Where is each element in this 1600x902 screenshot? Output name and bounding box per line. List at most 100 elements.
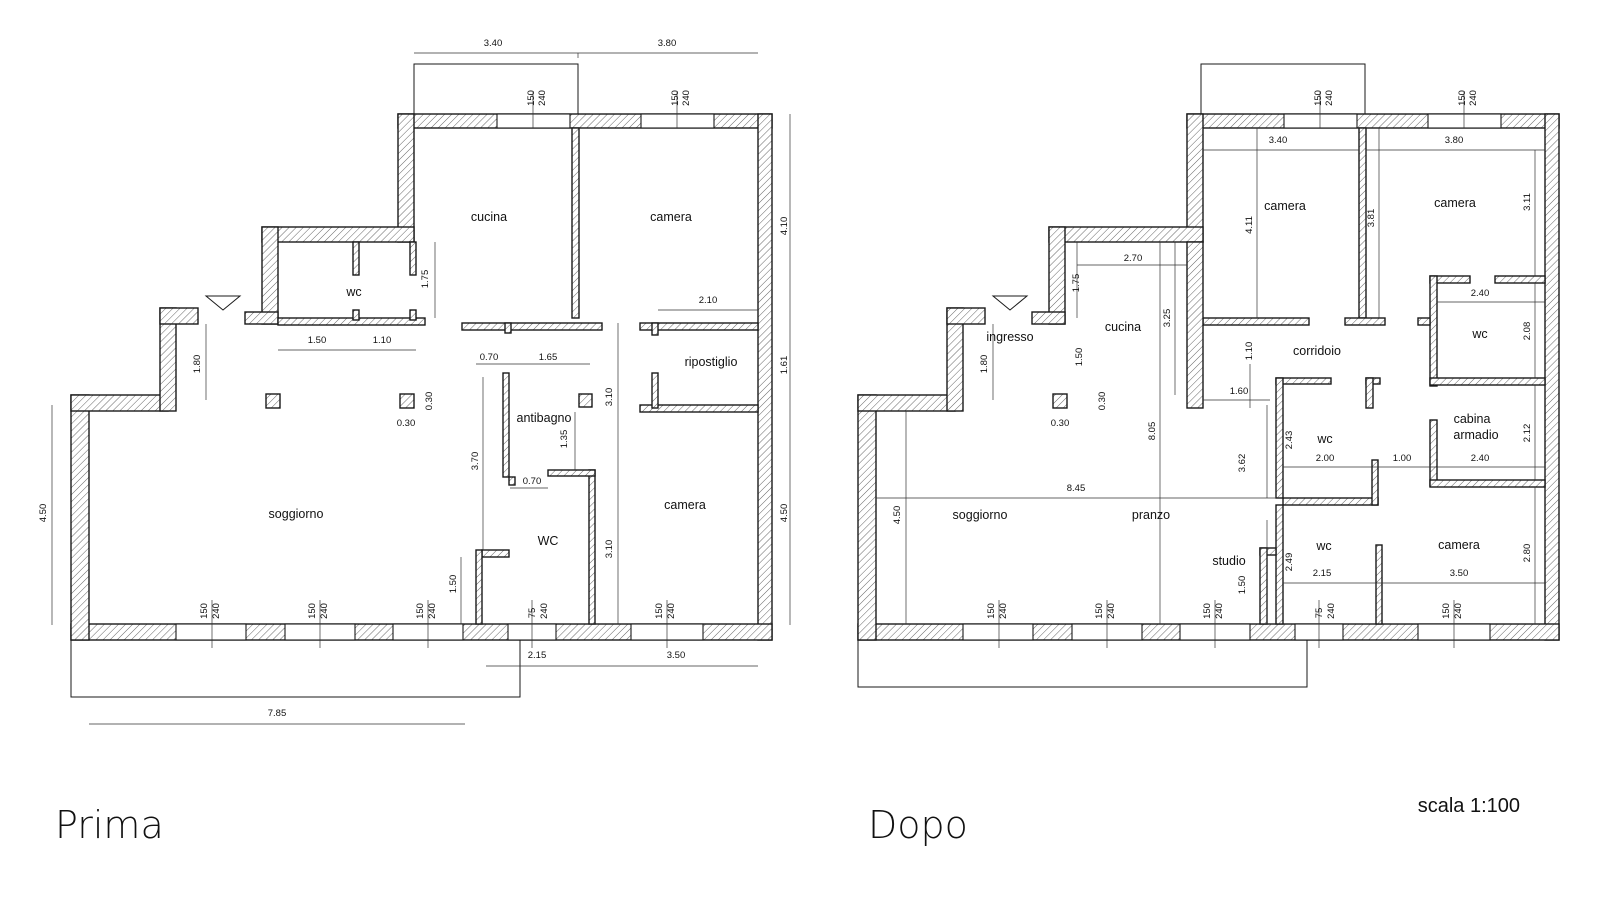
room-label: camera — [1434, 196, 1476, 210]
room-label: soggiorno — [269, 507, 324, 521]
dim-label: 240 — [1106, 603, 1117, 619]
dim-label: 3.25 — [1162, 309, 1173, 328]
dim-label: 0.30 — [397, 418, 416, 429]
dim-label: 3.81 — [1366, 209, 1377, 228]
dim-label: 150 — [1094, 603, 1105, 619]
outer-walls-before — [70, 113, 773, 641]
dim-lines-before — [51, 52, 791, 725]
dim-labels-before: 3.40 3.80 4.10 1.61 4.50 4.50 7.85 2.15 … — [38, 38, 790, 719]
dim-label: 1.60 — [1230, 386, 1249, 397]
room-label: ingresso — [986, 330, 1033, 344]
dim-label: 2.40 — [1471, 288, 1490, 299]
dim-label: 2.08 — [1522, 322, 1533, 341]
room-label: WC — [538, 534, 559, 548]
terrace-bottom-before — [70, 640, 521, 698]
balcony-top-before — [413, 63, 579, 114]
balcony-top-after — [1200, 63, 1366, 114]
dim-label: 4.10 — [779, 217, 790, 236]
room-label: antibagno — [517, 411, 572, 425]
dim-label: 3.70 — [470, 452, 481, 471]
title-after: Dopo — [868, 803, 968, 847]
dim-label: 240 — [319, 603, 330, 619]
plan-before: cucina camera wc ripostiglio antibagno s… — [38, 38, 791, 725]
dim-label: 150 — [1441, 603, 1452, 619]
dim-label: 240 — [1326, 603, 1337, 619]
room-label: wc — [1471, 327, 1487, 341]
room-label: camera — [664, 498, 706, 512]
dim-label: 240 — [681, 90, 692, 106]
dim-lines-after — [876, 92, 1545, 648]
dim-label: 2.49 — [1284, 553, 1295, 572]
dim-label: 3.40 — [1269, 135, 1288, 146]
dim-label: 1.50 — [448, 575, 459, 594]
plan-after: ingresso cucina camera camera corridoio … — [857, 63, 1560, 688]
dim-label: 3.80 — [1445, 135, 1464, 146]
dim-label: 240 — [537, 90, 548, 106]
dim-label: 8.05 — [1147, 422, 1158, 441]
dim-label: 2.15 — [528, 650, 547, 661]
dim-label: 2.43 — [1284, 431, 1295, 450]
windows-before — [175, 113, 715, 641]
room-label: cabina — [1454, 412, 1491, 426]
dim-label: 1.10 — [1244, 342, 1255, 361]
dim-label: 4.50 — [779, 504, 790, 523]
dim-label: 240 — [427, 603, 438, 619]
room-label: ripostiglio — [685, 355, 738, 369]
scale-label: scala 1:100 — [1418, 795, 1520, 817]
dim-label: 1.50 — [308, 335, 327, 346]
dim-label: 1.50 — [1237, 576, 1248, 595]
dim-label: 3.62 — [1237, 454, 1248, 473]
dim-label: 0.70 — [480, 352, 499, 363]
outer-walls-after — [857, 113, 1560, 641]
room-label: armadio — [1453, 428, 1498, 442]
dim-label: 3.40 — [484, 38, 503, 49]
dim-label: 1.50 — [1074, 348, 1085, 367]
dim-label: 150 — [307, 603, 318, 619]
entrance-marker-before — [204, 295, 242, 311]
dim-label: 2.00 — [1316, 453, 1335, 464]
room-label: cucina — [1105, 320, 1141, 334]
room-label: wc — [1315, 539, 1331, 553]
dim-label: 3.50 — [667, 650, 686, 661]
dim-label: 4.11 — [1244, 216, 1255, 234]
dim-label: 0.70 — [523, 476, 542, 487]
dim-label: 2.12 — [1522, 424, 1533, 443]
dim-label: 150 — [1202, 603, 1213, 619]
entrance-marker-after — [991, 295, 1029, 311]
windows-after — [962, 113, 1502, 641]
dim-label: 2.10 — [699, 295, 718, 306]
dim-label: 1.80 — [192, 355, 203, 374]
room-label: pranzo — [1132, 508, 1170, 522]
dim-label: 3.10 — [604, 540, 615, 559]
dim-label: 240 — [211, 603, 222, 619]
room-labels-before: cucina camera wc ripostiglio antibagno s… — [269, 210, 738, 548]
inner-walls-after — [1052, 127, 1546, 625]
dim-label: 4.50 — [892, 506, 903, 525]
dim-label: 150 — [199, 603, 210, 619]
dim-label: 1.75 — [420, 270, 431, 289]
room-label: camera — [1438, 538, 1480, 552]
dim-label: 1.80 — [979, 355, 990, 374]
room-label: wc — [1316, 432, 1332, 446]
dim-label: 3.11 — [1522, 193, 1533, 211]
room-label: studio — [1212, 554, 1245, 568]
room-label: cucina — [471, 210, 507, 224]
dim-label: 1.10 — [373, 335, 392, 346]
dim-label: 150 — [670, 90, 681, 106]
dim-label: 75 — [527, 608, 538, 619]
dim-label: 8.45 — [1067, 483, 1086, 494]
dim-label: 7.85 — [268, 708, 287, 719]
room-label: corridoio — [1293, 344, 1341, 358]
dim-label: 150 — [986, 603, 997, 619]
room-label: camera — [1264, 199, 1306, 213]
title-before: Prima — [55, 803, 164, 847]
dim-label: 1.75 — [1071, 274, 1082, 293]
dim-label: 150 — [654, 603, 665, 619]
dim-label: 240 — [998, 603, 1009, 619]
dim-label: 1.00 — [1393, 453, 1412, 464]
terrace-bottom-after — [857, 640, 1308, 688]
dim-label: 1.35 — [559, 430, 570, 449]
dim-label: 150 — [415, 603, 426, 619]
dim-label: 240 — [1324, 90, 1335, 106]
